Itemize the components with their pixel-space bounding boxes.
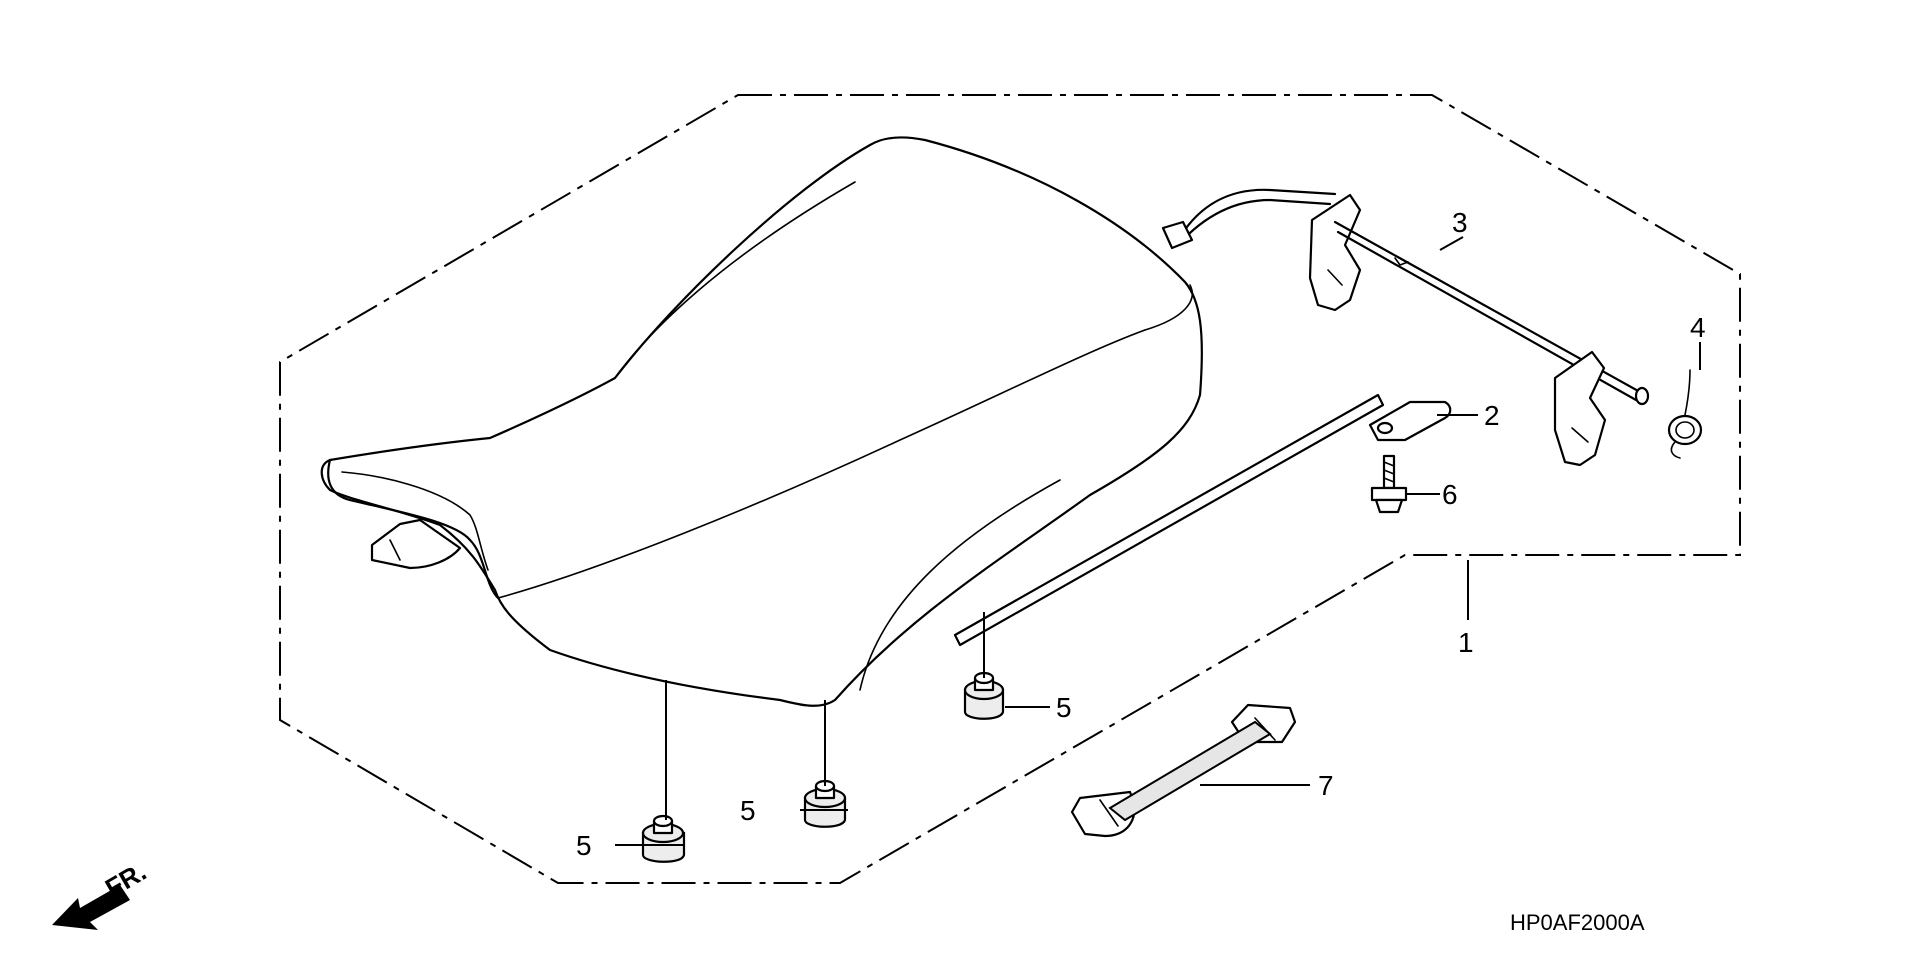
mount-line	[953, 393, 1385, 647]
plate	[1368, 400, 1452, 442]
damper-right	[963, 671, 1005, 720]
callout-seat: 1	[1458, 627, 1474, 658]
callout-damper-middle: 5	[740, 795, 756, 826]
assembly-boundary	[279, 94, 1741, 884]
bolt	[1370, 454, 1408, 514]
lock-spring	[1667, 369, 1703, 459]
front-direction-indicator: FR.	[52, 856, 151, 930]
strap	[1070, 703, 1297, 838]
callout-spring: 4	[1690, 312, 1706, 343]
callout-lock-rod: 3	[1452, 207, 1468, 238]
seat	[320, 136, 1203, 707]
callout-bolt: 6	[1442, 479, 1458, 510]
callout-damper-left: 5	[576, 830, 592, 861]
seat-lock-rod	[1161, 188, 1650, 467]
diagram-code: HP0AF2000A	[1510, 910, 1645, 935]
callout-plate: 2	[1484, 400, 1500, 431]
damper-left	[641, 814, 686, 863]
front-arrow-icon	[52, 885, 130, 930]
damper-middle	[803, 779, 847, 828]
callout-damper-right: 5	[1056, 692, 1072, 723]
leader-lines	[615, 236, 1701, 846]
callout-strap: 7	[1318, 770, 1334, 801]
